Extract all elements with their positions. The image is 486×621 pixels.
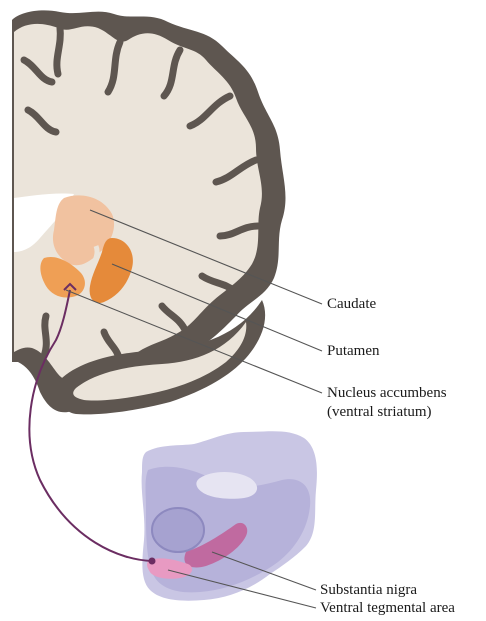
label-caudate: Caudate [327,295,376,314]
label-putamen: Putamen [327,342,380,361]
pathway-origin [149,558,156,565]
label-ventral-striatum: (ventral striatum) [327,403,432,422]
midbrain-section [142,431,317,600]
label-ventral-tegmental-area: Ventral tegmental area [320,599,455,618]
red-nucleus [152,508,204,552]
coronal-section [12,10,285,414]
label-substantia-nigra: Substantia nigra [320,581,417,600]
label-nucleus-accumbens: Nucleus accumbens [327,384,447,403]
